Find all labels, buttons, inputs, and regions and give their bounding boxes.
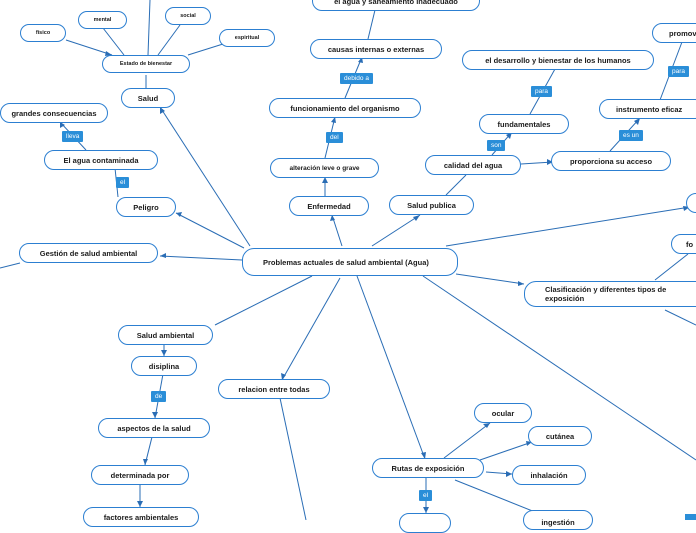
node-causas[interactable]: causas internas o externas	[310, 39, 442, 59]
node-fisico[interactable]: físico	[20, 24, 66, 42]
node-agua-contaminada[interactable]: El agua contaminada	[44, 150, 158, 170]
node-factores[interactable]: factores ambientales	[83, 507, 199, 527]
link-para-1: para	[531, 86, 553, 97]
node-espiritual[interactable]: espiritual	[219, 29, 275, 47]
node-salud-ambiental[interactable]: Salud ambiental	[118, 325, 213, 345]
node-peligro[interactable]: Peligro	[116, 197, 176, 217]
central-topic[interactable]: Problemas actuales de salud ambiental (A…	[242, 248, 458, 276]
node-social[interactable]: social	[165, 7, 211, 25]
node-aspectos[interactable]: aspectos de la salud	[98, 418, 210, 438]
node-alteracion[interactable]: alteración leve o grave	[270, 158, 379, 178]
node-instrumento[interactable]: instrumento eficaz	[599, 99, 696, 119]
scroll-indicator[interactable]	[685, 514, 696, 520]
link-de: de	[151, 391, 167, 402]
node-clasificacion[interactable]: Clasificación y diferentes tipos de expo…	[524, 281, 696, 307]
node-ocular[interactable]: ocular	[474, 403, 532, 423]
node-proporciona[interactable]: proporciona su acceso	[551, 151, 671, 171]
node-agua-saneamiento[interactable]: el agua y saneamiento inadecuado	[312, 0, 480, 11]
node-ingestion[interactable]: ingestión	[523, 510, 593, 530]
node-desarrollo[interactable]: el desarrollo y bienestar de los humanos	[462, 50, 654, 70]
node-funcionamiento[interactable]: funcionamiento del organismo	[269, 98, 421, 118]
link-debido-a: debido a	[340, 73, 373, 84]
link-el-2: el	[419, 490, 433, 501]
link-es-un: es un	[619, 130, 643, 141]
link-son: son	[487, 140, 506, 151]
node-estado-bienestar[interactable]: Estado de bienestar	[102, 55, 190, 73]
node-salud[interactable]: Salud	[121, 88, 175, 108]
node-cutanea[interactable]: cutánea	[528, 426, 592, 446]
link-para-2: para	[668, 66, 690, 77]
node-rutas[interactable]: Rutas de exposición	[372, 458, 484, 478]
node-grandes-consecuencias[interactable]: grandes consecuencias	[0, 103, 108, 123]
node-fo[interactable]: fo	[671, 234, 696, 254]
link-el-1: el	[116, 177, 130, 188]
link-del: del	[326, 132, 343, 143]
node-disciplina[interactable]: disiplina	[131, 356, 197, 376]
node-calidad[interactable]: calidad del agua	[425, 155, 521, 175]
node-determinada[interactable]: determinada por	[91, 465, 189, 485]
link-lleva: lleva	[62, 131, 84, 142]
node-gestion[interactable]: Gestión de salud ambiental	[19, 243, 158, 263]
node-enfermedad[interactable]: Enfermedad	[289, 196, 369, 216]
node-relacion[interactable]: relacion entre todas	[218, 379, 330, 399]
node-promov[interactable]: promov	[652, 23, 696, 43]
node-inhalacion[interactable]: inhalación	[512, 465, 586, 485]
connector-lines	[0, 0, 696, 520]
node-salud-publica[interactable]: Salud publica	[389, 195, 474, 215]
node-mental[interactable]: mental	[78, 11, 127, 29]
node-cut-bottom[interactable]	[399, 513, 451, 533]
node-fundamentales[interactable]: fundamentales	[479, 114, 569, 134]
